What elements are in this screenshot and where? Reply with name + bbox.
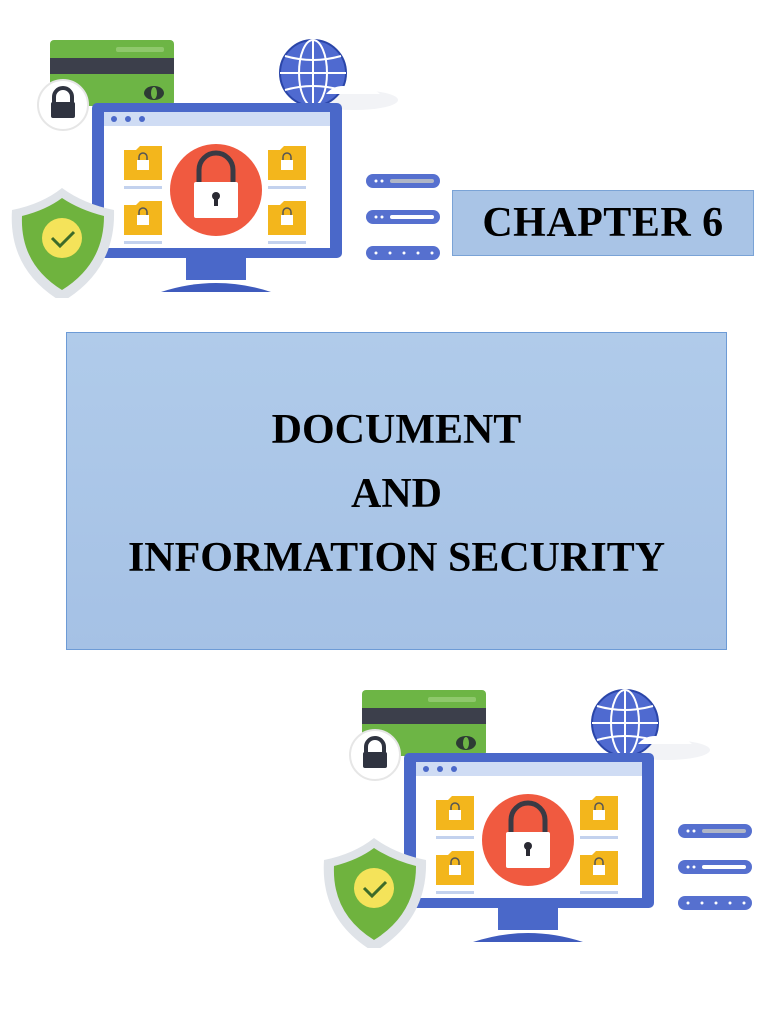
locked-folder-icon [436,796,618,894]
cloud-icon [326,86,380,94]
shield-check-icon [11,188,115,298]
title-box: DOCUMENT AND INFORMATION SECURITY [66,332,727,650]
title-line-1: DOCUMENT [271,407,522,453]
security-illustration-top [6,38,446,298]
server-rack-icon [366,174,440,260]
shield-check-icon [323,838,427,948]
cloud-icon [638,736,692,744]
padlock-icon [349,729,401,781]
server-rack-icon [678,824,752,910]
chapter-label-box: CHAPTER 6 [452,190,754,256]
globe-icon [279,39,398,110]
globe-icon [591,689,710,760]
monitor-icon [92,103,342,292]
chapter-label: CHAPTER 6 [482,200,724,246]
monitor-icon [404,753,654,942]
security-illustration-bottom [318,688,758,948]
padlock-icon [37,79,89,131]
locked-folder-icon [124,146,306,244]
title-line-2: AND [351,471,442,517]
title-line-3: INFORMATION SECURITY [127,535,666,581]
